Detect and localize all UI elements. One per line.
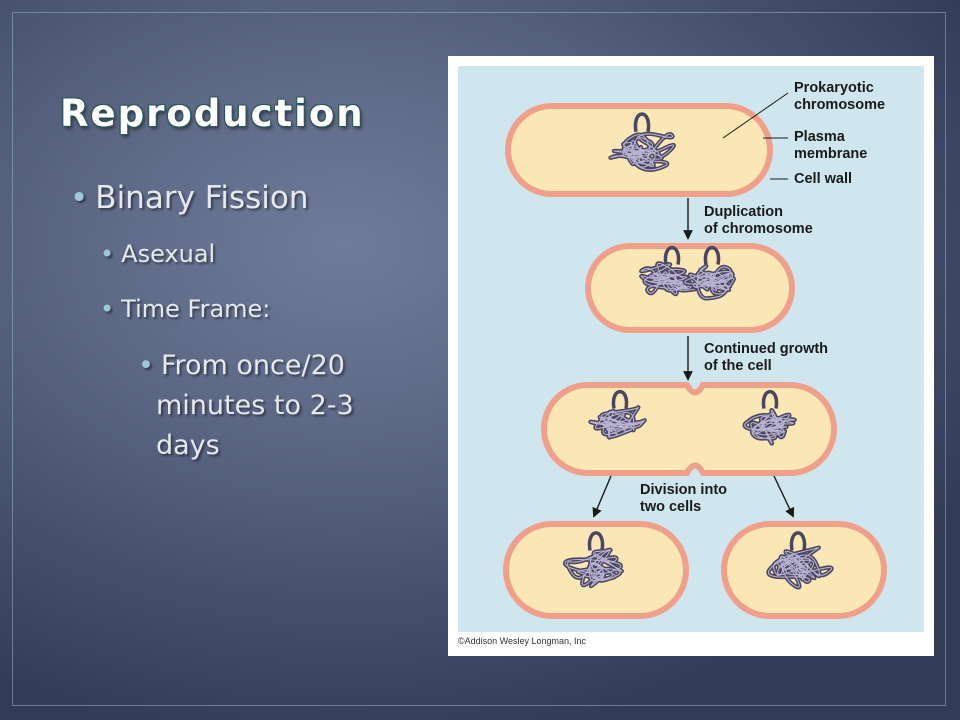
fission-diagram: Prokaryotic chromosome Plasma membrane C…	[503, 80, 887, 619]
chromosome-icon	[608, 112, 676, 172]
bullet-dot: •	[100, 240, 115, 268]
label-plasma: Plasma	[794, 129, 846, 145]
bullet-time-frame: •Time Frame:	[100, 295, 270, 324]
bullet-from-once: •From once/20	[138, 350, 345, 382]
bullet-text: Binary Fission	[95, 180, 309, 216]
leader-line-chromosome	[722, 92, 789, 139]
chromosome-strand-highlight	[589, 406, 646, 439]
chromosome-strand-highlight	[609, 133, 675, 171]
label-prokaryotic: Prokaryotic	[794, 80, 874, 96]
cell-stage-3	[541, 382, 837, 476]
label-of-chromosome: of chromosome	[704, 221, 813, 237]
bullet-dot: •	[70, 180, 89, 216]
chromosome-loop	[633, 112, 651, 133]
chromosome-icon	[563, 531, 624, 589]
chromosome-strand-highlight	[564, 549, 623, 587]
label-duplication: Duplication	[704, 204, 783, 220]
chromosome-loop	[611, 390, 629, 409]
bullet-dot: •	[100, 295, 115, 323]
bullet-asexual: •Asexual	[100, 240, 215, 269]
chromosome-icon	[766, 531, 834, 590]
bullet-binary-fission: •Binary Fission	[70, 180, 308, 217]
chromosome-loop	[789, 531, 807, 551]
bullet-from-once-cont-1: minutes to 2-3	[156, 390, 354, 421]
bullet-list: •Binary Fission •Asexual •Time Frame: •F…	[0, 0, 440, 720]
chromosome-icon	[588, 390, 647, 440]
arrow-right-split	[773, 475, 795, 518]
chromosome-loop	[703, 246, 721, 265]
chromosome-icon	[742, 390, 797, 446]
chromosome-icon	[682, 246, 736, 301]
cell-stage-4-left	[503, 521, 689, 619]
chromosome-loop	[587, 531, 605, 551]
cell-stage-4-right	[721, 521, 887, 619]
label-of-the-cell: of the cell	[704, 358, 772, 374]
label-chromosome: chromosome	[794, 97, 885, 113]
chromosome-strand-highlight	[744, 409, 796, 445]
cell-stage-2	[585, 243, 795, 333]
bullet-dot: •	[138, 350, 154, 381]
slide-title: Reproduction	[60, 92, 365, 135]
label-continued-growth: Continued growth	[704, 341, 828, 357]
label-membrane: membrane	[794, 146, 867, 162]
bullet-text: Time Frame:	[121, 295, 271, 323]
chromosome-loop	[663, 246, 681, 265]
cell-body	[541, 382, 837, 476]
bullet-text: Asexual	[121, 240, 216, 268]
arrow-left-split	[592, 475, 612, 518]
label-cell-wall: Cell wall	[794, 171, 852, 187]
chromosome-loop	[761, 390, 779, 409]
label-two-cells: two cells	[640, 499, 701, 515]
bullet-text: From once/20	[160, 350, 345, 381]
bullet-from-once-cont-2: days	[156, 430, 220, 461]
slide-frame	[12, 12, 946, 706]
figure-credit: ©Addison Wesley Longman, Inc	[458, 636, 587, 646]
binary-fission-figure: Prokaryotic chromosome Plasma membrane C…	[448, 56, 934, 656]
label-division-into: Division into	[640, 482, 727, 498]
cell-stage-1	[505, 103, 773, 197]
chromosome-strand-highlight	[684, 265, 735, 299]
chromosome-strand-highlight	[767, 547, 833, 588]
